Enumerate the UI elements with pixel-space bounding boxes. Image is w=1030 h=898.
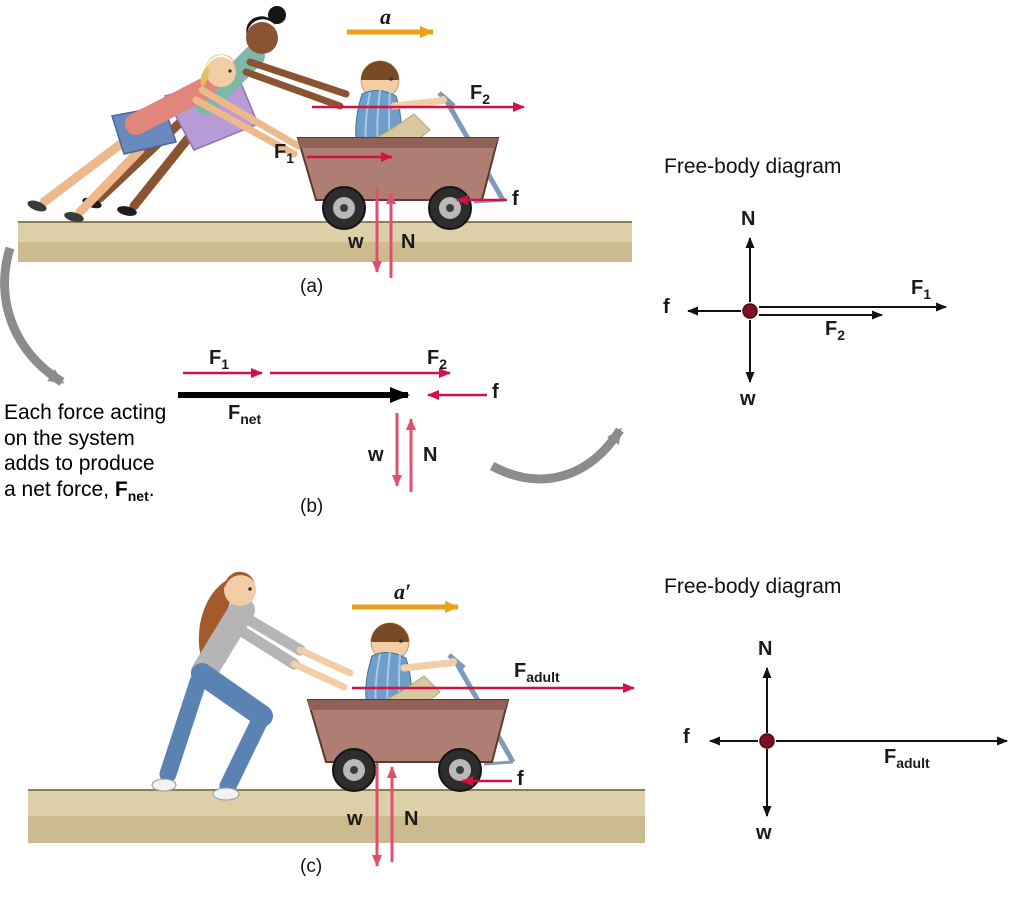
force-symbol: F [911,277,924,299]
panel-b-caption: (b) [300,496,324,517]
force-symbol: F [427,347,440,369]
force-label-fadult-c: Fadult [514,660,560,685]
force-symbol: F [514,660,527,682]
fbd-bottom-friction-label: f [683,726,690,748]
panel-c-caption: (c) [300,856,323,877]
force-symbol: F [470,82,483,104]
fbd-top-friction-label: f [663,296,670,318]
force-subscript: adult [896,755,930,771]
acceleration-label-a: a [380,4,391,29]
force-label-f2-b: F2 [427,347,448,372]
fbd-top-dot [742,303,758,319]
panel-a-arrows [307,26,525,278]
normal-label-a: N [401,231,416,253]
force-subscript: net [240,411,262,427]
force-subscript: 2 [837,327,846,343]
acceleration-label-c: a′ [394,579,412,604]
fbd-top [687,237,947,383]
fnet-symbol: Fnet [114,477,149,505]
curved-arrow-to-annotation [0,246,65,386]
fbd-top-normal-label: N [741,208,756,230]
force-subscript: adult [526,669,560,685]
force-label-f1-b: F1 [209,347,230,372]
fbd-top-title: Free-body diagram [664,155,842,178]
weight-label-b: w [368,444,384,466]
fbd-bottom-fadult-label: Fadult [884,746,930,771]
annotation-text: a net force, [4,477,115,501]
panel-a-caption: (a) [300,276,324,297]
adult-pushing-figure [151,571,354,801]
friction-label-c: f [517,768,524,790]
fbd-bottom-title: Free-body diagram [664,575,842,598]
force-symbol: F [825,318,838,340]
curved-arrow-to-fbd [489,427,624,484]
force-label-f1-a: F1 [274,141,295,166]
ground-a [18,221,632,262]
fbd-bottom-normal-label: N [758,638,773,660]
fbd-bottom-dot [759,733,775,749]
annotation-text: . [148,477,155,501]
force-subscript: 1 [286,150,295,166]
fbd-top-f1-label: F1 [911,277,932,302]
panel-b-arrows [178,368,487,492]
annotation-line: a net force, Fnet. [4,477,204,503]
two-children-pushing [27,6,350,222]
ground-c [28,789,645,843]
child-blonde-figure [27,54,302,222]
fbd-bottom [709,667,1008,817]
normal-label-c: N [404,808,419,830]
force-subscript: 1 [221,356,230,372]
force-symbol: F [884,746,897,768]
annotation-line: on the system [4,426,135,450]
net-force-label: Fnet [228,402,262,427]
panel-c-arrows [352,601,635,867]
friction-label-b: f [492,381,499,403]
normal-label-b: N [423,444,438,466]
force-label-f2-a: F2 [470,82,491,107]
weight-label-c: w [347,808,363,830]
force-subscript: 2 [482,91,491,107]
fbd-top-f2-label: F2 [825,318,846,343]
annotation-line: Each force acting [4,401,167,424]
force-symbol: F [274,141,287,163]
friction-label-a: f [512,188,519,210]
net-force-annotation: Each force acting on the system adds to … [4,400,204,503]
annotation-line: adds to produce [4,452,155,476]
force-subscript: 1 [923,286,932,302]
weight-label-a: w [348,231,364,253]
force-symbol: F [228,402,241,424]
force-subscript: 2 [439,356,448,372]
fbd-bottom-weight-label: w [756,822,772,844]
fbd-top-weight-label: w [740,388,756,410]
wagon-with-boy-c [308,623,513,791]
force-symbol: F [209,347,222,369]
